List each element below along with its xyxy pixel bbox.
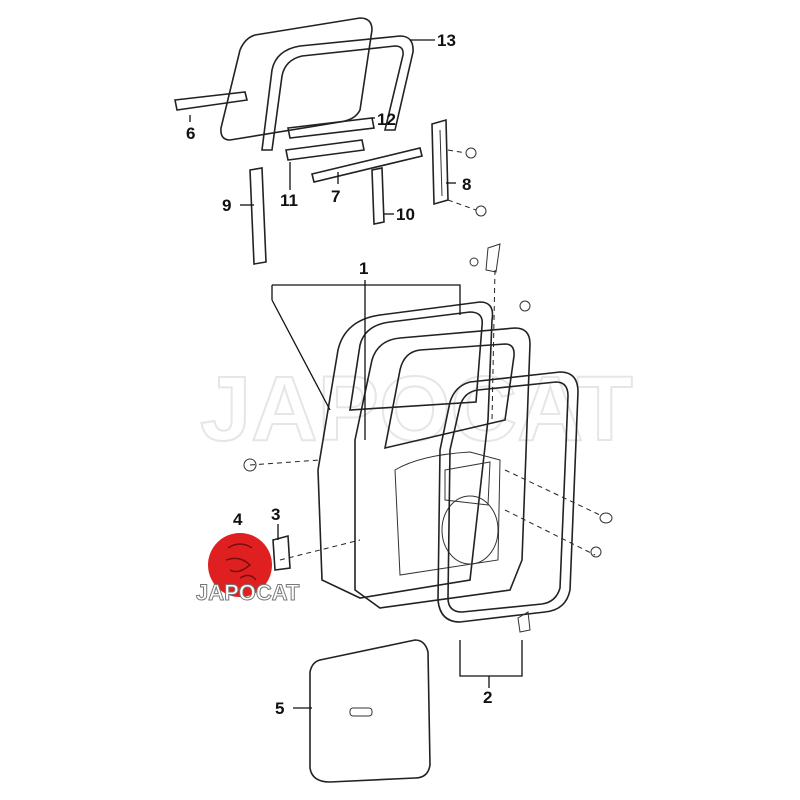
callout-4: 4: [233, 510, 243, 529]
japocat-logo: JAPOCAT: [196, 533, 301, 606]
callout-13: 13: [437, 31, 456, 50]
callout-5: 5: [275, 699, 284, 718]
callout-8: 8: [462, 175, 471, 194]
callout-3: 3: [271, 505, 280, 524]
callout-2: 2: [483, 688, 492, 707]
leader-lines: [189, 39, 523, 709]
logo-text: JAPOCAT: [196, 580, 300, 605]
callout-1: 1: [359, 259, 368, 278]
watermark: JAPOCAT: [200, 358, 633, 460]
callout-9: 9: [222, 196, 231, 215]
door-glass: [220, 17, 414, 151]
callout-7: 7: [331, 187, 340, 206]
door-shell: [243, 243, 613, 633]
callout-12: 12: [377, 110, 396, 129]
window-runs: [174, 91, 487, 265]
logo-circle: [208, 533, 272, 597]
callout-10: 10: [396, 205, 415, 224]
callout-11: 11: [280, 191, 298, 210]
door-trim-board: [309, 639, 431, 783]
callout-6: 6: [186, 124, 195, 143]
